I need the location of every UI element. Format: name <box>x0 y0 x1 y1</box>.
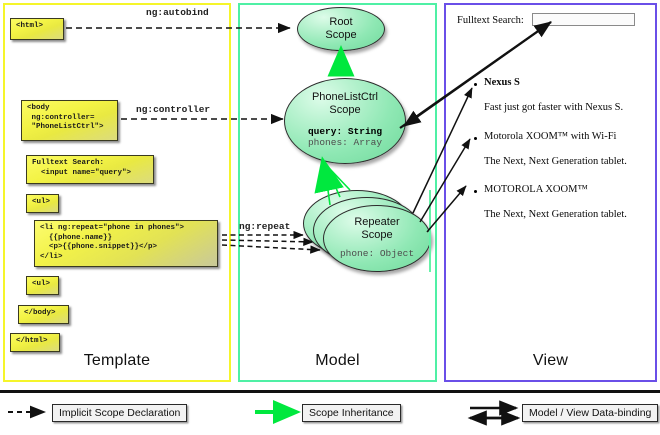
html-open-box: <html> <box>10 18 64 40</box>
repeater-scope-member-phone: phone: Object <box>339 248 415 259</box>
phonelistctrl-scope-title-2: Scope <box>329 104 361 116</box>
root-scope-title-1: Root <box>329 16 353 28</box>
phonelistctrl-scope-title-1: PhoneListCtrl <box>311 91 379 103</box>
wire-label-autobind: ng:autobind <box>146 7 209 18</box>
panel-view-label: View <box>532 352 569 369</box>
legend-scope-inheritance: Scope Inheritance <box>302 404 401 422</box>
view-phone-name-1: Motorola XOOM™ with Wi-Fi <box>484 131 617 142</box>
view-phone-snippet-1: The Next, Next Generation tablet. <box>484 156 627 167</box>
legend-implicit-scope-declaration: Implicit Scope Declaration <box>52 404 188 422</box>
repeater-scope-title-2: Scope <box>361 229 393 241</box>
li-repeat-box: <li ng:repeat="phone in phones"> {{phone… <box>34 220 218 267</box>
view-search-label: Fulltext Search: <box>457 15 524 26</box>
root-scope-title-2: Scope <box>325 29 357 41</box>
view-phone-snippet-0: Fast just got faster with Nexus S. <box>484 102 624 113</box>
view-content: Fulltext Search: Nexus S Fast just got f… <box>452 8 652 368</box>
ul-close-box: <ul> <box>26 276 59 295</box>
fulltext-search-box: Fulltext Search: <input name="query"> <box>26 155 154 184</box>
panel-model-label: Model <box>315 352 360 369</box>
root-scope: Root Scope <box>297 7 385 51</box>
view-phone-name-0: Nexus S <box>484 77 520 88</box>
view-phone-snippet-2: The Next, Next Generation tablet. <box>484 209 627 220</box>
html-close-box: </html> <box>10 333 60 352</box>
view-phone-name-2: MOTOROLA XOOM™ <box>484 184 588 195</box>
view-list-bullet <box>474 190 477 193</box>
repeater-scope: Repeater Scope phone: Object <box>323 205 431 272</box>
panel-template: Template <box>3 3 231 382</box>
phonelistctrl-scope-member-query: query: String <box>307 126 383 137</box>
view-list-bullet <box>474 137 477 140</box>
phonelistctrl-scope: PhoneListCtrl Scope query: String phones… <box>284 78 406 164</box>
panel-template-label: Template <box>83 352 151 369</box>
view-search-input[interactable] <box>532 13 635 26</box>
wire-label-controller: ng:controller <box>136 104 211 115</box>
phonelistctrl-scope-member-phones: phones: Array <box>307 137 383 148</box>
view-list-bullet <box>474 83 477 86</box>
legend-divider <box>0 390 660 393</box>
ul-open-box: <ul> <box>26 194 59 213</box>
legend-data-binding: Model / View Data-binding <box>522 404 659 422</box>
body-controller-box: <body ng:controller= "PhoneListCtrl"> <box>21 100 118 141</box>
legend: Implicit Scope Declaration Scope Inherit… <box>0 396 660 435</box>
wire-label-repeat: ng:repeat <box>239 221 291 232</box>
body-close-box: </body> <box>18 305 69 324</box>
repeater-scope-title-1: Repeater <box>354 216 400 228</box>
legend-markers <box>8 400 521 426</box>
